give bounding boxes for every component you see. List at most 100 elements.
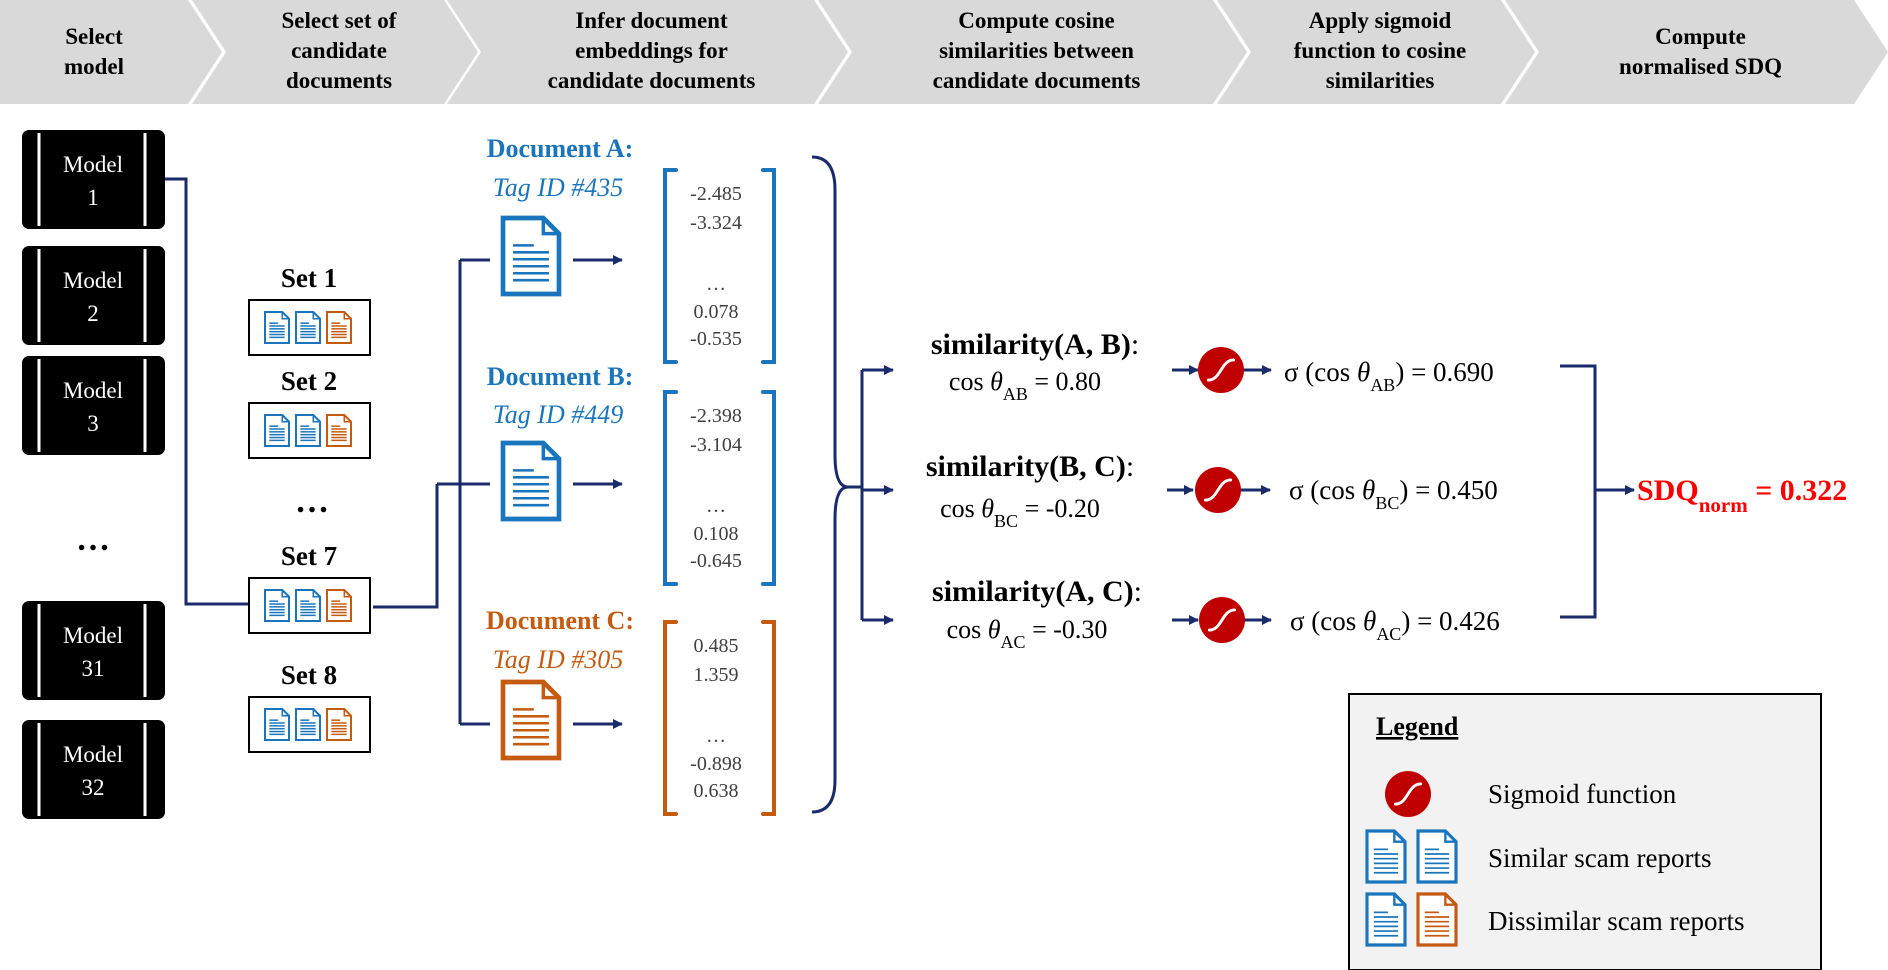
- candidate-set: Set 7: [248, 541, 371, 634]
- vector-value: 0.108: [694, 523, 739, 545]
- document-title-colon: :: [625, 134, 634, 163]
- vector-left-bracket: [663, 620, 678, 816]
- dissimilar-doc-icon: [326, 708, 352, 741]
- dissimilar-doc-icon: [500, 679, 562, 761]
- document-tag: Tag ID #449: [493, 400, 624, 429]
- legend-item: Sigmoid function: [1385, 771, 1677, 817]
- similar-doc-icon: [1365, 829, 1407, 884]
- document-title: Document C: [486, 606, 625, 635]
- sigma-subscript: AC: [1376, 624, 1401, 644]
- set-label: Set 2: [281, 366, 337, 396]
- theta-symbol: θ: [988, 615, 1001, 644]
- sdq-main: SDQ: [1637, 474, 1699, 507]
- vector-value: -0.898: [690, 753, 742, 775]
- similarity-title-line: similarity(A, C):: [932, 575, 1142, 608]
- vector-value: …: [706, 273, 726, 295]
- vector-left-bracket: [663, 390, 678, 586]
- similar-doc-icon: [264, 311, 290, 344]
- flow-connectors: [165, 155, 1635, 814]
- connector-results-bracket: [1560, 364, 1597, 619]
- step-chevron: [818, 0, 1247, 104]
- sigma-number: ) = 0.690: [1395, 357, 1493, 387]
- document-tag: Tag ID #305: [493, 645, 624, 674]
- sigmoid-icon: [1199, 597, 1245, 643]
- vector-value: -2.485: [690, 183, 742, 205]
- cosine-value: cos θBC = -0.20: [940, 494, 1100, 531]
- sets-ellipsis: …: [295, 483, 329, 520]
- candidate-set: Set 1: [248, 263, 371, 356]
- step-label-line: Infer document: [575, 8, 728, 33]
- model-frame: [22, 356, 165, 455]
- sigmoid-icon: [1385, 771, 1431, 817]
- cos-subscript: AB: [1003, 384, 1028, 404]
- step-chevron: [447, 0, 848, 104]
- vector-value: 0.638: [694, 780, 739, 802]
- similarity-title: similarity(B, C): [926, 450, 1126, 483]
- theta-symbol: θ: [1363, 606, 1376, 636]
- document-title-line: Document A:: [487, 134, 634, 163]
- document-embeddings: Document A:Tag ID #435-2.485-3.324…0.078…: [486, 134, 776, 816]
- cos-number: = -0.30: [1026, 615, 1108, 644]
- similar-doc-icon: [1416, 829, 1458, 884]
- process-step: Select model: [0, 0, 222, 104]
- sdq-subscript: norm: [1699, 493, 1749, 517]
- step-label-line: documents: [286, 68, 392, 93]
- similarity-colon: :: [1134, 575, 1142, 608]
- theta-symbol: θ: [1362, 475, 1375, 505]
- cos-number: = 0.80: [1028, 367, 1101, 396]
- step-label-line: Compute cosine: [958, 8, 1115, 33]
- cosine-value: cos θAB = 0.80: [949, 367, 1101, 404]
- document-title-colon: :: [625, 606, 634, 635]
- sigmoid-value: σ (cos θAB) = 0.690: [1284, 357, 1494, 395]
- sdq-value: = 0.322: [1748, 474, 1848, 507]
- step-label-line: similarities: [1326, 68, 1435, 93]
- model-number: 3: [87, 411, 99, 436]
- step-chevron: [1217, 0, 1535, 104]
- sigma-prefix: σ (cos: [1289, 475, 1362, 505]
- candidate-set: Set 2: [248, 366, 371, 459]
- similar-doc-icon: [264, 589, 290, 622]
- document-title: Document B: [487, 362, 625, 391]
- cos-prefix: cos: [947, 615, 988, 644]
- model-frame: [22, 720, 165, 819]
- sigmoid-value: σ (cos θAC) = 0.426: [1290, 606, 1500, 644]
- similarity-colon: :: [1126, 450, 1134, 483]
- similarity-item: similarity(B, C): cos θBC = -0.20 σ (cos θ…: [926, 450, 1498, 531]
- similar-doc-icon: [295, 311, 321, 344]
- similarity-title-line: similarity(B, C):: [926, 450, 1134, 483]
- vector-right-bracket: [761, 390, 776, 586]
- step-label-line: model: [64, 54, 124, 79]
- document-title: Document A: [487, 134, 625, 163]
- similar-doc-icon: [295, 589, 321, 622]
- cos-number: = -0.20: [1018, 494, 1100, 523]
- document-tag: Tag ID #435: [493, 173, 624, 202]
- legend-label: Similar scam reports: [1488, 843, 1711, 873]
- step-label-line: candidate documents: [933, 68, 1141, 93]
- step-label-line: Select: [65, 24, 123, 49]
- model-number: 31: [82, 656, 105, 681]
- step-label-line: normalised SDQ: [1619, 54, 1782, 79]
- model-frame: [22, 246, 165, 345]
- theta-symbol: θ: [981, 494, 994, 523]
- step-label-line: candidate: [291, 38, 387, 63]
- similar-doc-icon: [295, 708, 321, 741]
- vector-left-bracket: [663, 168, 678, 364]
- vector-value: 0.485: [694, 635, 739, 657]
- set-label: Set 1: [281, 263, 337, 293]
- theta-symbol: θ: [1357, 357, 1370, 387]
- models-ellipsis: …: [76, 521, 110, 558]
- embeddings-curly-brace: [811, 155, 849, 814]
- step-chevron: [1505, 0, 1888, 104]
- model-number: 32: [82, 775, 105, 800]
- document-embedding: Document B:Tag ID #449-2.398-3.104…0.108…: [487, 362, 776, 586]
